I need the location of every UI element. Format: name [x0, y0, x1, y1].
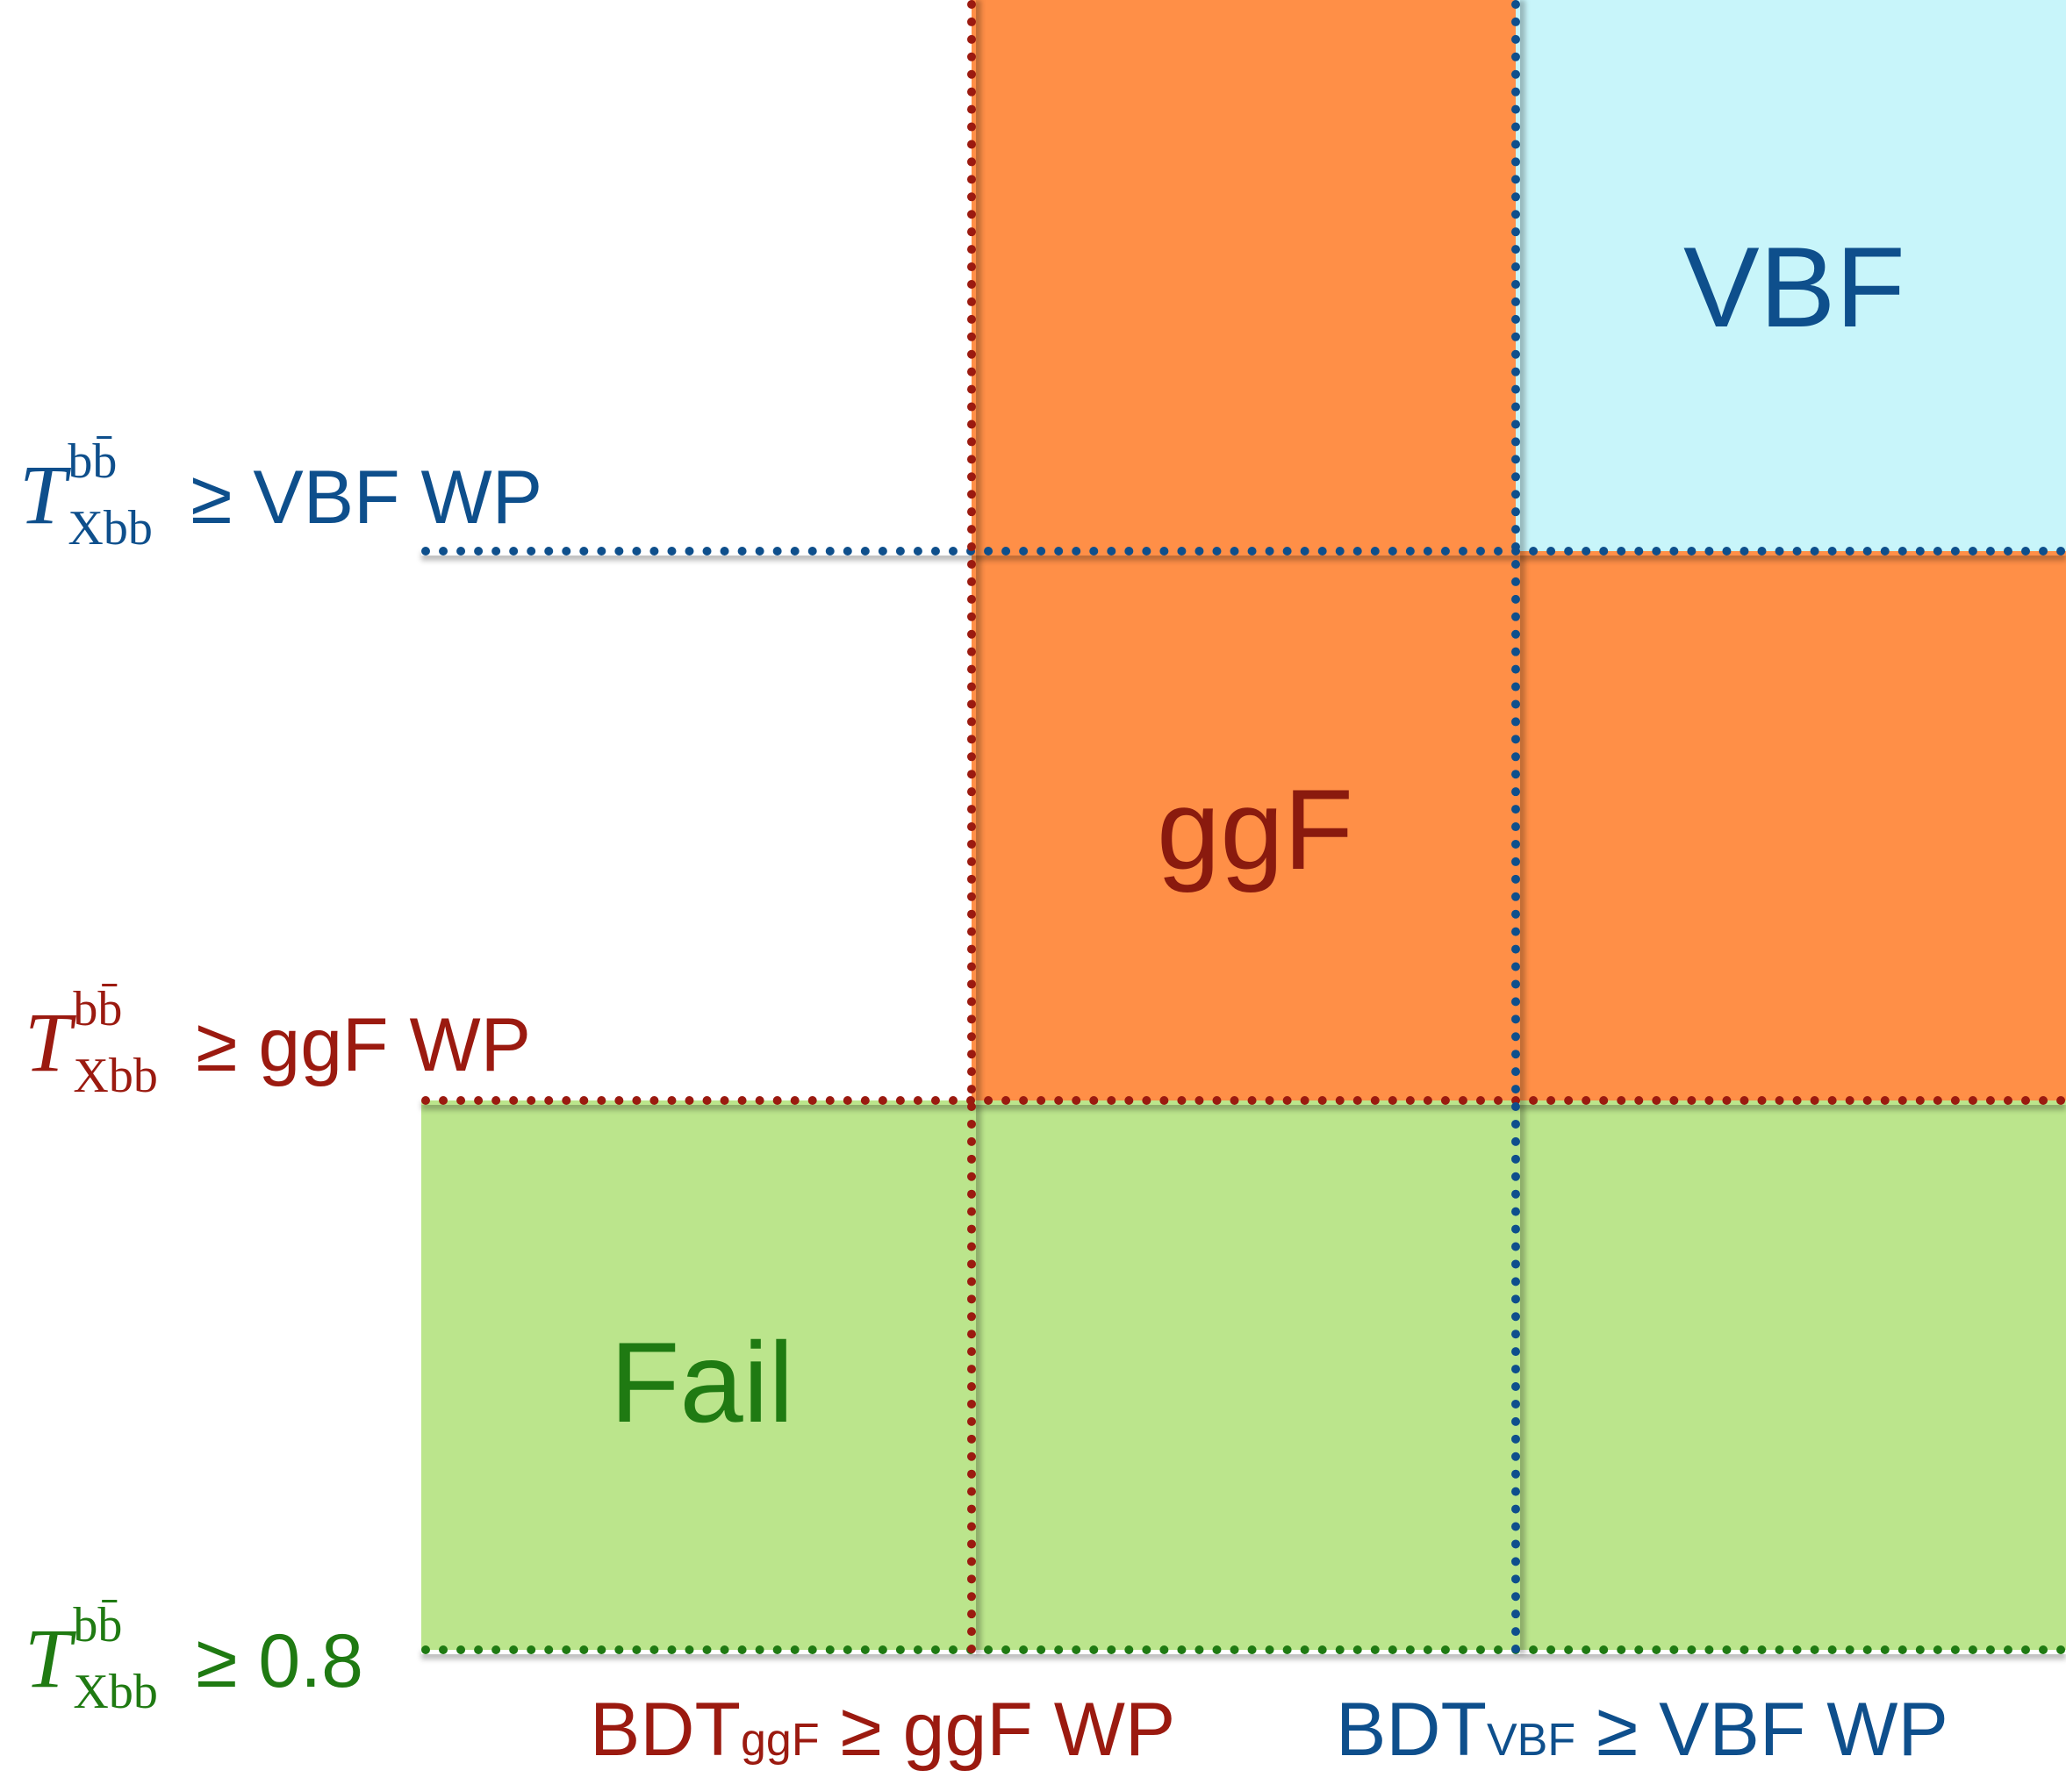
bdt-subscript: VBF: [1487, 1715, 1576, 1766]
x-threshold-condition: ≥ ggF WP: [840, 1688, 1176, 1772]
fail-region: [421, 1100, 2066, 1650]
y-threshold-condition: ≥ ggF WP: [196, 1003, 532, 1087]
vbf-region: [1516, 0, 2066, 551]
bdt-base: BDT: [1336, 1688, 1487, 1772]
x-threshold-condition: ≥ VBF WP: [1596, 1688, 1948, 1772]
baseline-threshold-line: [421, 1645, 2066, 1654]
bdt-subscript: ggF: [741, 1715, 820, 1766]
t-symbol: T: [19, 448, 67, 541]
t-symbol: T: [25, 1611, 72, 1705]
vbf-wp-threshold-line: [421, 547, 2066, 556]
t-superscript: bb̄: [73, 1598, 123, 1652]
vbf-region-label: VBF: [1683, 223, 1905, 351]
x-threshold-label-ggf: BDTggF ≥ ggF WP: [590, 1692, 1175, 1767]
y-threshold-condition: ≥ 0.8: [196, 1619, 363, 1703]
t-superscript: bb̄: [68, 434, 118, 489]
bdt-base: BDT: [590, 1688, 741, 1772]
y-threshold-condition: ≥ VBF WP: [190, 455, 543, 540]
ggf-wp-threshold-line: [421, 1096, 2066, 1105]
t-superscript: bb̄: [73, 982, 123, 1036]
ggf-region-top: [972, 0, 1516, 551]
x-threshold-label-vbf: BDTVBF ≥ VBF WP: [1336, 1692, 1948, 1767]
bdt-vbf-threshold-line: [1511, 0, 1520, 1654]
ggf-region-label: ggF: [1157, 765, 1354, 893]
t-subscript: Xbb: [73, 1049, 158, 1103]
fail-region-label: Fail: [610, 1318, 794, 1446]
t-subscript: Xbb: [73, 1665, 158, 1719]
t-symbol: T: [25, 995, 72, 1089]
t-subscript: Xbb: [68, 501, 153, 556]
bdt-ggf-threshold-line: [967, 0, 976, 1654]
